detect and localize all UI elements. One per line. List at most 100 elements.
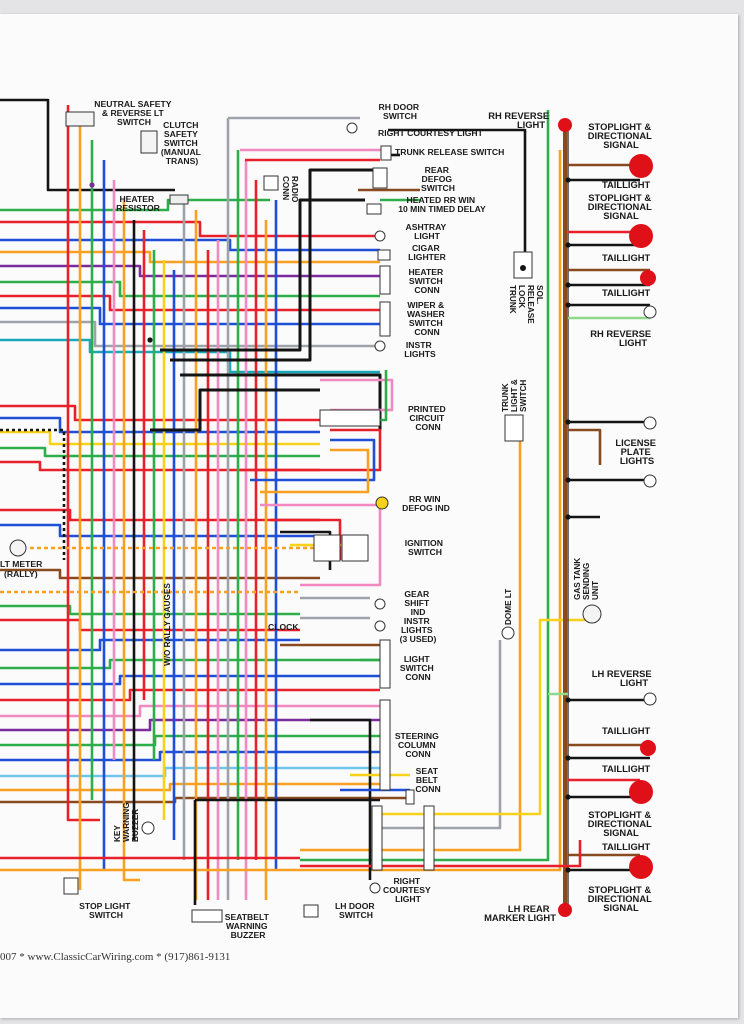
stoplight-lamp-4 xyxy=(629,855,653,879)
steering-column-connector xyxy=(379,699,391,791)
clutch-safety-switch xyxy=(140,130,158,154)
printed-circuit-label: PRINTED CIRCUIT CONN xyxy=(408,404,448,432)
cigar-lighter xyxy=(377,249,391,261)
wiring-diagram: NEUTRAL SAFETY & REVERSE LT SWITCH CLUTC… xyxy=(0,98,658,963)
clutch-safety-label: CLUTCH SAFETY SWITCH (MANUAL TRANS) xyxy=(161,120,203,166)
gear-shift-ind-label: GEAR SHIFT IND xyxy=(404,589,431,617)
gas-tank-sending-unit xyxy=(582,604,602,624)
right-courtesy-bottom-label: RIGHT COURTESY LIGHT xyxy=(383,876,433,904)
lh-reverse-light-label: LH REVERSE LIGHT xyxy=(592,668,655,688)
radio-conn-label: RADIO CONN xyxy=(281,176,299,205)
stoplight-directional-2-label: STOPLIGHT & DIRECTIONAL SIGNAL xyxy=(588,192,655,221)
trunk-light-switch-label: TRUNK LIGHT & SWITCH xyxy=(501,377,528,412)
heater-switch-conn-label: HEATER SWITCH CONN xyxy=(408,267,445,295)
stop-light-switch-label: STOP LIGHT SWITCH xyxy=(79,901,133,920)
license-plate-lamp-1 xyxy=(643,416,657,430)
trunk-light-switch xyxy=(504,414,524,442)
key-warning-buzzer xyxy=(141,821,155,835)
rr-win-defog-ind-bulb xyxy=(375,496,389,510)
heater-resistor-label: HEATER RESISTOR xyxy=(116,194,161,213)
instr-light-bulb-top xyxy=(374,340,386,352)
taillight-lamp-3 xyxy=(640,270,656,286)
rh-door-switch-label: RH DOOR SWITCH xyxy=(379,102,422,121)
license-plate-lamp-2 xyxy=(643,474,657,488)
gas-tank-sending-unit-label: GAS TANK SENDING UNIT xyxy=(573,556,600,600)
key-warning-buzzer-label: KEY WARNING BUZZER xyxy=(113,800,140,842)
stoplight-lamp-2 xyxy=(629,224,653,248)
volt-meter xyxy=(9,539,27,557)
footer-credit: 007 * www.ClassicCarWiring.com * (917)86… xyxy=(0,951,230,963)
rh-reverse-light-2-label: RH REVERSE LIGHT xyxy=(590,328,654,348)
heated-rr-win-delay xyxy=(366,203,382,215)
ignition-switch xyxy=(313,534,341,562)
connector-block-b xyxy=(423,805,435,871)
taillight-6-label: TAILLIGHT xyxy=(602,841,651,852)
steering-column-conn-label: STEERING COLUMN CONN xyxy=(395,731,441,759)
lh-reverse-lamp xyxy=(643,692,657,706)
wiper-washer-connector xyxy=(379,301,391,337)
taillight-3-label: TAILLIGHT xyxy=(602,287,651,298)
light-switch-conn-label: LIGHT SWITCH CONN xyxy=(400,654,436,682)
license-plate-lights-label: LICENSE PLATE LIGHTS xyxy=(615,437,658,466)
dome-light-bulb xyxy=(501,626,515,640)
printed-circuit-connector xyxy=(319,409,381,427)
lh-door-switch xyxy=(303,904,319,918)
dome-lt-label: DOME LT xyxy=(504,589,513,625)
trunk-sol-terminal xyxy=(520,265,526,271)
taillight-lamp-4 xyxy=(640,740,656,756)
trunk-release-switch-label: TRUNK RELEASE SWITCH xyxy=(395,147,504,157)
taillight-5-label: TAILLIGHT xyxy=(602,763,651,774)
heated-rr-win-label: HEATED RR WIN 10 MIN TIMED DELAY xyxy=(398,195,486,214)
lh-rear-marker-lamp xyxy=(558,903,572,917)
rear-defog-switch-label: REAR DEFOG SWITCH xyxy=(421,165,455,193)
wiring-sheet: NEUTRAL SAFETY & REVERSE LT SWITCH CLUTC… xyxy=(0,14,738,1018)
neutral-safety-switch xyxy=(65,111,95,127)
connector-block-a xyxy=(371,805,383,871)
rh-reverse-light-top-label: RH REVERSE LIGHT xyxy=(488,110,552,130)
ignition-switch-2 xyxy=(341,534,369,562)
ashtray-light-bulb xyxy=(374,230,386,242)
heater-resistor xyxy=(169,194,189,205)
rh-reverse-lamp-2 xyxy=(643,305,657,319)
w-o-rally-gauges-label: W/O RALLY GAUGES xyxy=(163,583,172,666)
rr-win-defog-ind-label: RR WIN DEFOG IND xyxy=(402,494,450,513)
light-switch-connector xyxy=(379,639,391,689)
ashtray-light-label: ASHTRAY LIGHT xyxy=(406,222,449,241)
right-courtesy-light-bulb xyxy=(369,882,381,894)
trunk-release-switch xyxy=(380,145,392,161)
clock-label: CLOCK xyxy=(268,622,299,632)
taillight-4-label: TAILLIGHT xyxy=(602,725,651,736)
stoplight-lamp-1 xyxy=(629,154,653,178)
stoplight-directional-1-label: STOPLIGHT & DIRECTIONAL SIGNAL xyxy=(588,121,655,150)
components xyxy=(9,111,657,923)
seat-belt-connector xyxy=(405,789,415,805)
wire-bundle xyxy=(0,98,650,905)
trunk-lock-release-label: TRUNK LOCK RELEASE SOL. xyxy=(508,285,544,326)
stoplight-directional-3-label: STOPLIGHT & DIRECTIONAL SIGNAL xyxy=(588,809,655,838)
stop-light-switch xyxy=(63,877,79,895)
rh-reverse-lamp xyxy=(558,118,572,132)
wiper-washer-label: WIPER & WASHER SWITCH CONN xyxy=(407,300,447,337)
lh-rear-marker-label: LH REAR MARKER LIGHT xyxy=(484,903,556,923)
seatbelt-warning-buzzer-label: SEATBELT WARNING BUZZER xyxy=(225,912,271,940)
gear-shift-ind-bulb xyxy=(374,598,386,610)
instr-light-bulb-bottom xyxy=(374,620,386,632)
heater-switch-connector xyxy=(379,265,391,295)
radio-connector xyxy=(263,175,279,191)
taillight-2-label: TAILLIGHT xyxy=(602,252,651,263)
rear-defog-switch xyxy=(372,167,388,189)
taillight-1-label: TAILLIGHT xyxy=(602,179,651,190)
ignition-switch-label: IGNITION SWITCH xyxy=(405,538,446,557)
volt-meter-label: LT METER (RALLY) xyxy=(0,559,45,579)
stoplight-lamp-3 xyxy=(629,780,653,804)
seat-belt-conn-label: SEAT BELT CONN xyxy=(415,766,440,794)
rh-door-switch-symbol xyxy=(346,122,358,134)
seatbelt-warning-buzzer xyxy=(191,909,223,923)
lh-door-switch-label: LH DOOR SWITCH xyxy=(335,901,377,920)
instr-lights-top-label: INSTR LIGHTS xyxy=(404,340,436,359)
right-courtesy-light-top-label: RIGHT COURTESY LIGHT xyxy=(378,128,484,138)
neutral-safety-label: NEUTRAL SAFETY & REVERSE LT SWITCH xyxy=(94,99,173,127)
cigar-lighter-label: CIGAR LIGHTER xyxy=(408,243,447,262)
instr-lights-bottom-label: INSTR LIGHTS (3 USED) xyxy=(400,616,437,644)
stoplight-directional-4-label: STOPLIGHT & DIRECTIONAL SIGNAL xyxy=(588,884,655,913)
